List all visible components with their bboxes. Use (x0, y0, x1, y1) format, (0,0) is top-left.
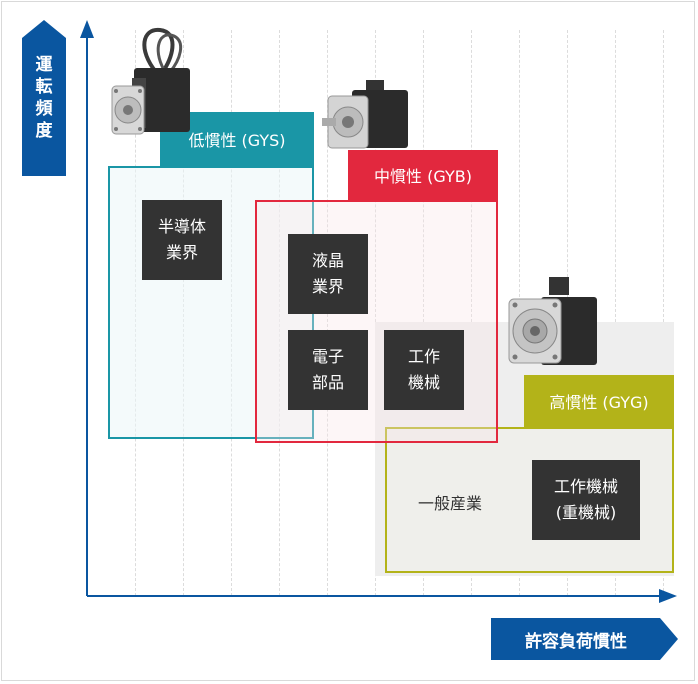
application-machine-tools: 工作 機械 (384, 330, 464, 410)
application-lcd-label: 液晶 業界 (311, 251, 344, 296)
application-general-industry: 一般産業 (418, 494, 483, 513)
y-axis-arrowhead (80, 20, 94, 38)
x-axis-label-shape (491, 618, 678, 660)
grid-line (663, 30, 664, 596)
application-lcd: 液晶 業界 (288, 234, 368, 314)
application-electronic-parts-label: 電子 部品 (311, 347, 344, 392)
y-axis-label-shape (22, 20, 66, 176)
application-semiconductor-label: 半導体 業界 (157, 217, 206, 262)
gys-motor-icon (111, 27, 190, 135)
application-machine-tools-label: 工作 機械 (407, 347, 440, 392)
x-axis-arrowhead (659, 589, 677, 603)
y-axis-label: 運転頻度 (35, 55, 53, 141)
gyg-tag: 高慣性 (GYG) (524, 375, 674, 427)
x-axis-label: 許容負荷慣性 (525, 631, 627, 652)
application-heavy-machine-tools: 工作機械 (重機械) (532, 460, 640, 540)
gyb-tag: 中慣性 (GYB) (348, 150, 498, 200)
grid-line (615, 30, 616, 596)
grid-line (375, 30, 376, 596)
application-heavy-machine-tools-label: 工作機械 (重機械) (553, 477, 618, 522)
gyb-motor-icon (322, 80, 408, 149)
application-electronic-parts: 電子 部品 (288, 330, 368, 410)
grid-line (423, 30, 424, 596)
grid-line (471, 30, 472, 596)
gyg-motor-icon (508, 277, 597, 365)
application-semiconductor: 半導体 業界 (142, 200, 222, 280)
